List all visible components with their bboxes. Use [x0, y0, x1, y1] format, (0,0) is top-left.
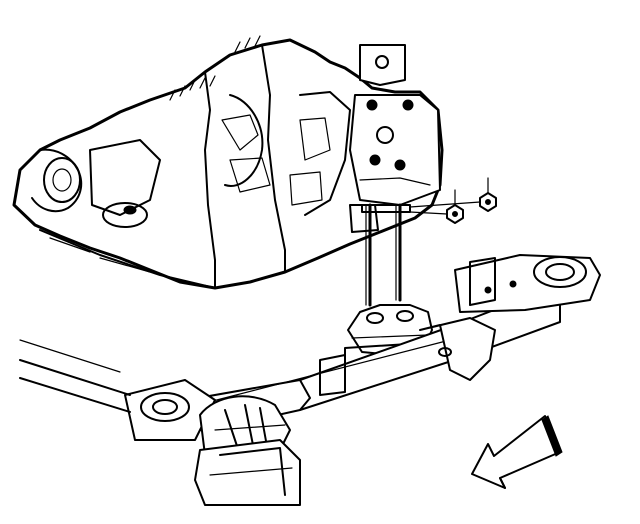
direction-arrow-icon [471, 415, 563, 489]
mount-studs [361, 203, 411, 307]
nuts [409, 177, 497, 224]
transmission [12, 35, 444, 290]
mount-bracket [349, 44, 441, 206]
hex-nut-icon [479, 177, 497, 212]
frame-rail [19, 339, 301, 506]
hex-nut-icon [446, 189, 464, 224]
